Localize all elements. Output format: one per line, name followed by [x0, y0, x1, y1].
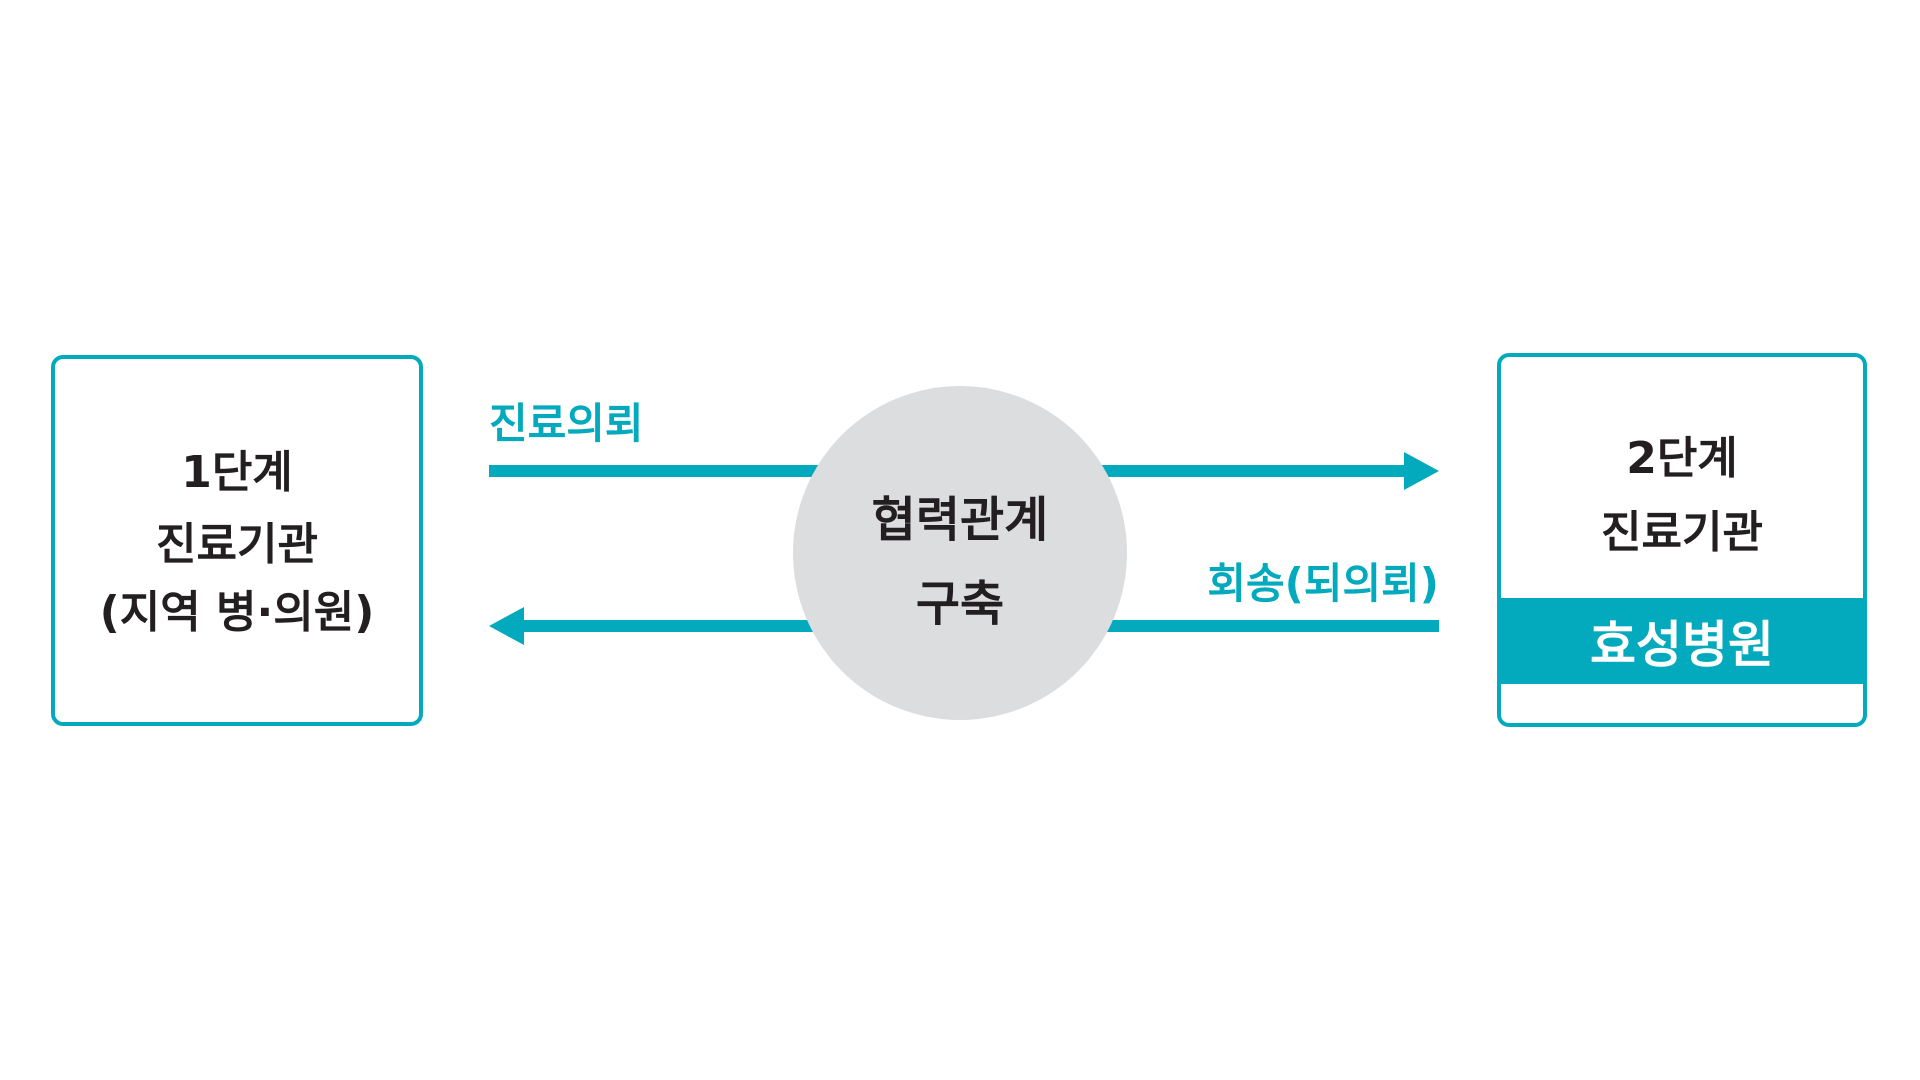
referral-arrow-head — [1404, 452, 1439, 490]
cooperation-line1: 협력관계 — [871, 492, 1049, 548]
cooperation-line2: 구축 — [915, 576, 1005, 632]
hospital-name-band: 효성병원 — [1501, 598, 1863, 684]
stage1-subtitle: 진료기관 — [156, 519, 318, 570]
return-arrow-head — [489, 607, 524, 645]
stage1-title: 1단계 — [181, 447, 293, 498]
stage2-subtitle: 진료기관 — [1601, 507, 1763, 558]
stage1-note: (지역 병·의원) — [99, 587, 375, 638]
stage1-box: 1단계 진료기관 (지역 병·의원) — [51, 355, 423, 726]
referral-label: 진료의뢰 — [489, 399, 644, 448]
cooperation-circle: 협력관계 구축 — [793, 386, 1127, 720]
stage2-title: 2단계 — [1626, 433, 1738, 484]
stage2-box: 2단계 진료기관 효성병원 — [1497, 353, 1867, 727]
return-label: 회송(되의뢰) — [1207, 559, 1439, 608]
